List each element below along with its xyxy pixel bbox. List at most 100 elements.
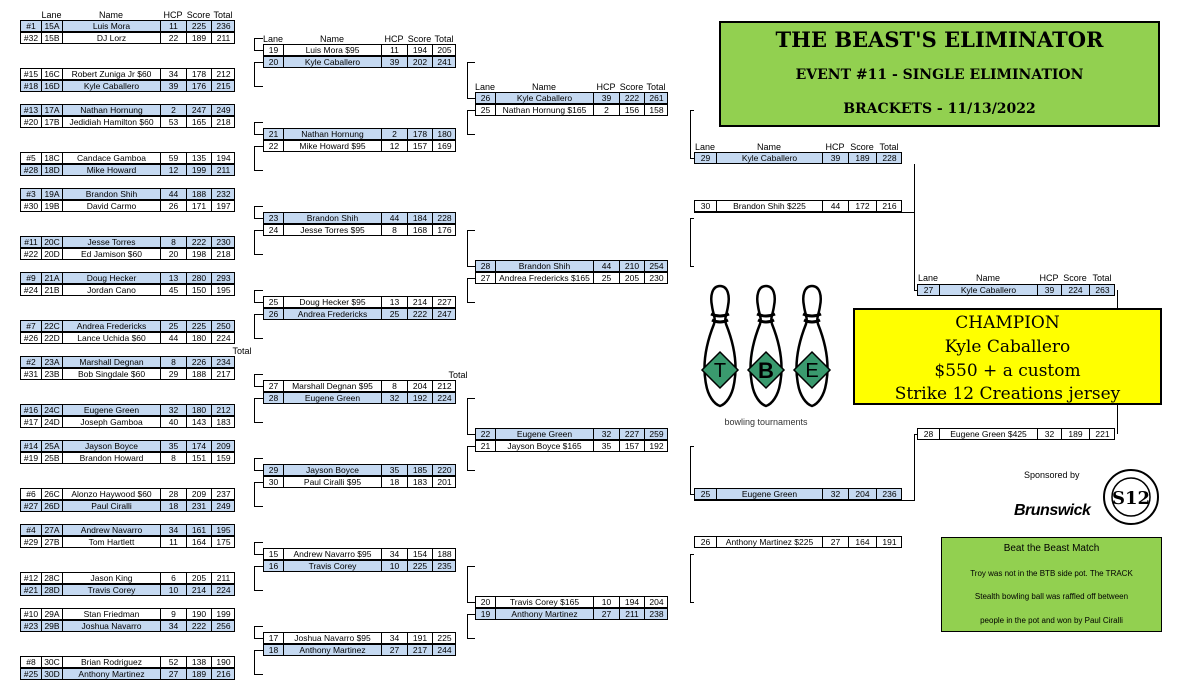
bracket-line [690, 110, 691, 159]
bracket-line [914, 434, 917, 435]
bracket-line [914, 434, 915, 501]
entry-score: 214 [408, 297, 433, 307]
entry-seed: #14 [21, 441, 42, 451]
entry-lane: 21 [264, 129, 284, 139]
entry-lane: 27 [918, 285, 940, 295]
entry-score: 189 [187, 669, 212, 679]
entry-hcp: 8 [382, 381, 408, 391]
entry-seed: #26 [21, 333, 42, 343]
entry-score: 190 [187, 609, 212, 619]
entry-lane: 17A [42, 105, 63, 115]
entry-hcp: 29 [161, 369, 187, 379]
entry-lane: 30 [264, 477, 284, 487]
entry-name: Anthony Martinez [284, 645, 382, 655]
entry-name: Alonzo Haywood $60 [63, 489, 161, 499]
entry-total: 259 [649, 429, 664, 439]
entry-total: 211 [216, 33, 231, 43]
title-box: THE BEAST'S ELIMINATOR EVENT #11 - SINGL… [719, 21, 1160, 127]
entry-seed: #21 [21, 585, 42, 595]
bracket-line [254, 482, 263, 483]
entry-score: 209 [187, 489, 212, 499]
entry-lane: 26D [42, 501, 63, 511]
entry-hcp: 39 [1038, 285, 1062, 295]
brunswick-logo: Brunswick [1014, 502, 1091, 519]
bracket-line [254, 38, 263, 39]
entry-total: 225 [437, 633, 452, 643]
champion-prize-jersey: Strike 12 Creations jersey [894, 384, 1121, 404]
entry-total: 241 [437, 57, 452, 67]
entry-lane: 28 [476, 261, 496, 271]
entry-total: 234 [216, 357, 231, 367]
column-header-hcp: HCP [384, 34, 404, 44]
bracket-line [467, 134, 475, 135]
bracket-line [254, 542, 263, 543]
entry-name: Luis Mora [63, 21, 161, 31]
entry-total: 158 [649, 105, 664, 115]
bracket-line [254, 290, 263, 291]
entry-lane: 27A [42, 525, 63, 535]
bracket-line [254, 290, 255, 303]
entry-score: 210 [620, 261, 645, 271]
entry-name: Andrew Navarro [63, 525, 161, 535]
column-header-total: Total [879, 142, 899, 152]
entry-hcp: 34 [161, 69, 187, 79]
entry-hcp: 44 [382, 213, 408, 223]
entry-lane: 25A [42, 441, 63, 451]
entry-total: 192 [649, 441, 664, 451]
entry-total: 220 [437, 465, 452, 475]
entry-hcp: 12 [161, 165, 187, 175]
bracket-line [254, 314, 263, 315]
entry-lane: 19A [42, 189, 63, 199]
entry-total: 205 [437, 45, 452, 55]
entry-name: Anthony Martinez [496, 609, 594, 619]
bracket-line [467, 302, 475, 303]
entry-name: Jayson Boyce $165 [496, 441, 594, 451]
entry-score: 222 [187, 237, 212, 247]
entry-name: Luis Mora $95 [284, 45, 382, 55]
entry-name: Doug Hecker [63, 273, 161, 283]
entry-hcp: 8 [161, 357, 187, 367]
entry-lane: 29 [695, 153, 717, 163]
column-header-score: Score [619, 82, 644, 92]
bracket-line [467, 266, 475, 267]
bracket-line [254, 422, 263, 423]
column-header-lane: Lane [917, 273, 939, 283]
entry-hcp: 18 [161, 501, 187, 511]
bracket-line [254, 398, 263, 399]
entry-name: Nathan Hornung $165 [496, 105, 594, 115]
entry-lane: 28C [42, 573, 63, 583]
bracket-line [254, 38, 255, 51]
entry-total: 224 [437, 393, 452, 403]
bracket-line [254, 566, 263, 567]
entry-name: Jayson Boyce [284, 465, 382, 475]
entry-score: 165 [187, 117, 212, 127]
entry-seed: #27 [21, 501, 42, 511]
entry-name: Joshua Navarro $95 [284, 633, 382, 643]
entry-seed: #1 [21, 21, 42, 31]
entry-name: Kyle Caballero [63, 81, 161, 91]
entry-seed: #5 [21, 153, 42, 163]
bracket-line [467, 446, 468, 471]
entry-total: 197 [216, 201, 231, 211]
column-header-total: Total [1092, 273, 1112, 283]
entry-hcp: 11 [161, 21, 187, 31]
column-header-total: Total [232, 346, 252, 356]
entry-name: Joseph Gamboa [63, 417, 161, 427]
bracket-line [254, 458, 263, 459]
entry-lane: 29B [42, 621, 63, 631]
entry-lane: 16D [42, 81, 63, 91]
entry-total: 216 [216, 669, 231, 679]
entry-score: 178 [408, 129, 433, 139]
bracket-line [467, 614, 475, 615]
